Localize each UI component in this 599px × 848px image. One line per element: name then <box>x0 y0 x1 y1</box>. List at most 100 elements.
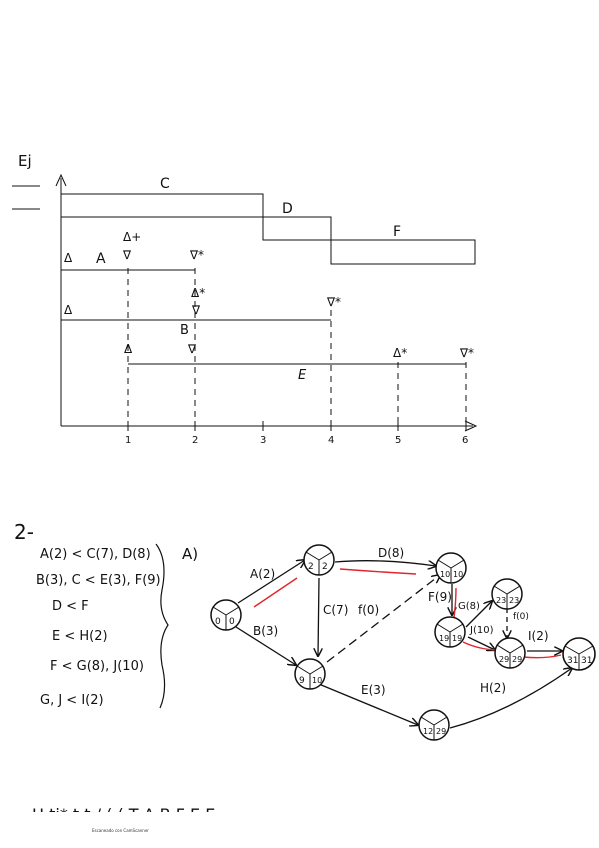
y-axis-arrow <box>55 173 67 187</box>
edge-label: B(3) <box>253 624 278 638</box>
x-axis-arrow <box>464 420 478 432</box>
tick-label: 6 <box>462 435 468 446</box>
svg-text:2: 2 <box>308 562 314 572</box>
edge-label: J(10) <box>469 625 494 636</box>
dashed-guides <box>127 268 467 426</box>
svg-text:31: 31 <box>567 656 578 666</box>
network-node: 23 23 <box>491 578 523 610</box>
edge-label: H(2) <box>480 681 506 695</box>
precedence-line: A(2) < C(7), D(8) <box>40 547 151 562</box>
edge-c <box>318 577 319 656</box>
gantt-markers: Δ Δ+ ∇ ∇* Δ Δ* ∇ ∇* Δ ∇ Δ* ∇* <box>64 230 474 360</box>
network-node: 2 2 <box>303 544 335 576</box>
edge-label: C(7) <box>323 603 348 617</box>
svg-text:10: 10 <box>440 570 450 579</box>
network-node: 10 10 <box>435 552 467 584</box>
network-node: 19 19 <box>434 616 466 648</box>
precedence-line: B(3), C < E(3), F(9) <box>36 573 161 588</box>
activity-labels: C D F A B E <box>96 176 401 383</box>
precedence-line: F < G(8), J(10) <box>50 659 144 674</box>
network-node: 29 29 <box>494 637 526 669</box>
finish-marker: ∇ <box>187 342 197 356</box>
gantt-chart: Ej <box>12 152 478 432</box>
activity-f-band <box>330 239 476 265</box>
edge-label: f(0) <box>513 612 529 622</box>
activity-c-band <box>61 193 264 217</box>
activity-label-d: D <box>282 201 293 217</box>
edge-d <box>334 560 436 566</box>
precedence-list: A(2) < C(7), D(8) B(3), C < E(3), F(9) D… <box>36 547 161 708</box>
tick-label: 4 <box>328 435 334 446</box>
closing-brace <box>155 543 169 709</box>
finish-marker: ∇ <box>191 303 201 317</box>
edge-label: D(8) <box>378 546 404 560</box>
precedence-line: E < H(2) <box>52 629 108 644</box>
answer-label: A) <box>182 545 198 563</box>
edge-label: F(9) <box>428 590 452 604</box>
tick-label: 2 <box>192 435 198 446</box>
finish-star-marker: ∇* <box>459 346 474 360</box>
finish-star-marker: ∇* <box>326 295 341 309</box>
tick-label: 3 <box>260 435 266 446</box>
precedence-line: D < F <box>52 599 89 614</box>
edge-label: I(2) <box>528 629 549 643</box>
svg-text:29: 29 <box>512 655 522 664</box>
edge-label: G(8) <box>458 601 480 612</box>
svg-text:19: 19 <box>452 634 462 643</box>
svg-text:10: 10 <box>453 570 463 579</box>
start-marker: Δ <box>124 342 133 356</box>
svg-text:29: 29 <box>499 655 509 664</box>
edge-b <box>235 626 296 665</box>
edge-label: f(0) <box>358 603 379 617</box>
edge-label: E(3) <box>361 683 386 697</box>
activity-label-f: F <box>393 224 401 240</box>
network-node: 0 0 <box>210 599 242 631</box>
network-edges <box>235 560 572 729</box>
svg-text:23: 23 <box>509 596 519 605</box>
svg-text:31: 31 <box>581 656 592 666</box>
crop-mask <box>0 812 599 824</box>
svg-text:2: 2 <box>322 562 328 572</box>
activity-label-b: B <box>180 323 189 338</box>
tick-labels: 1 2 3 4 5 6 <box>125 435 468 446</box>
edge-e <box>313 681 418 725</box>
activity-label-a: A <box>96 251 106 267</box>
scanner-footer: Escaneado con CamScanner <box>92 828 149 833</box>
svg-text:0: 0 <box>229 617 235 627</box>
start-star-marker: Δ* <box>191 286 205 300</box>
start-star-marker: Δ* <box>393 346 407 360</box>
edge-dummy <box>326 575 440 663</box>
svg-text:0: 0 <box>215 617 221 627</box>
svg-text:29: 29 <box>436 727 446 736</box>
tick-label: 5 <box>395 435 401 446</box>
activity-d-band <box>61 216 332 241</box>
edge-g <box>465 601 492 628</box>
edge-j <box>467 636 495 650</box>
svg-text:23: 23 <box>496 596 506 605</box>
finish-star-marker: ∇* <box>189 248 204 262</box>
start-marker: Δ <box>64 303 73 317</box>
svg-text:9: 9 <box>299 676 305 686</box>
edge-a <box>237 560 305 604</box>
critical-path <box>253 568 562 659</box>
finish-marker: ∇ <box>122 248 132 262</box>
gantt-axis-label: Ej <box>18 152 32 170</box>
precedence-line: G, J < I(2) <box>40 693 104 708</box>
start-plus-marker: Δ+ <box>123 230 141 244</box>
activity-label-e: E <box>298 368 307 383</box>
network-node: 12 29 <box>418 709 450 741</box>
svg-text:10: 10 <box>312 676 322 685</box>
section-number: 2- <box>14 520 34 544</box>
start-marker: Δ <box>64 251 73 265</box>
svg-text:19: 19 <box>439 634 449 643</box>
edge-h <box>449 668 572 729</box>
activity-label-c: C <box>160 176 170 192</box>
edge-labels: A(2) B(3) C(7) f(0) D(8) E(3) F(9) G(8) … <box>250 546 549 697</box>
tick-label: 1 <box>125 435 131 446</box>
network-nodes: 0 0 2 2 9 10 10 10 19 19 <box>210 544 596 741</box>
edge-label: A(2) <box>250 567 275 581</box>
network-node: 31 31 <box>562 637 596 671</box>
network-node: 9 10 <box>294 658 326 690</box>
